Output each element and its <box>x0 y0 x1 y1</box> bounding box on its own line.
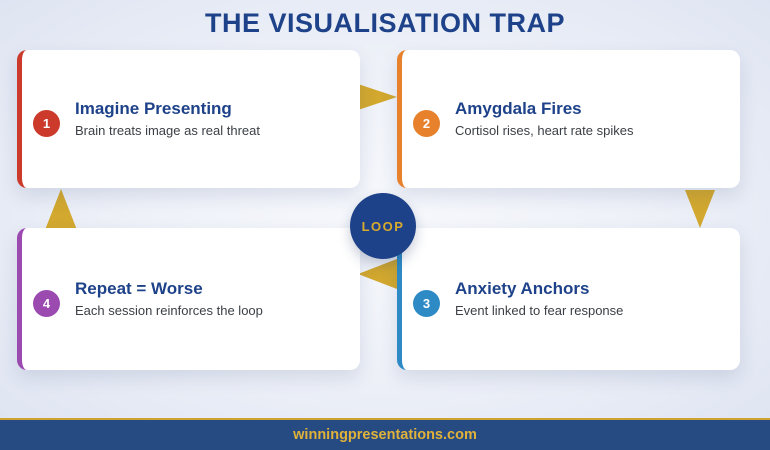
step-card-description: Each session reinforces the loop <box>75 302 263 318</box>
arrow-right-icon <box>358 84 397 110</box>
step-number-badge: 4 <box>33 289 60 317</box>
step-card-text: Imagine Presenting Brain treats image as… <box>75 99 260 139</box>
step-card-imagine-presenting: 1 Imagine Presenting Brain treats image … <box>17 50 360 188</box>
page-title: THE VISUALISATION TRAP <box>204 8 565 38</box>
step-card-text: Repeat = Worse Each session reinforces t… <box>75 279 263 319</box>
step-card-title: Repeat = Worse <box>75 279 203 299</box>
step-card-text: Anxiety Anchors Event linked to fear res… <box>455 279 623 319</box>
footer-bar: winningpresentations.com <box>0 418 770 450</box>
step-card-anxiety-anchors: 3 Anxiety Anchors Event linked to fear r… <box>397 228 740 370</box>
step-card-description: Cortisol rises, heart rate spikes <box>455 122 634 138</box>
step-card-description: Event linked to fear response <box>455 302 624 318</box>
arrow-down-icon <box>685 190 715 228</box>
step-card-amygdala-fires: 2 Amygdala Fires Cortisol rises, heart r… <box>397 50 740 188</box>
step-number-badge: 2 <box>413 109 440 137</box>
step-card-text: Amygdala Fires Cortisol rises, heart rat… <box>455 99 633 139</box>
step-number-badge: 3 <box>413 289 440 317</box>
arrow-up-icon <box>45 189 77 230</box>
arrow-left-icon <box>358 259 397 289</box>
footer-website-text: winningpresentations.com <box>293 427 477 443</box>
step-card-description: Brain treats image as real threat <box>75 122 260 138</box>
step-card-title: Amygdala Fires <box>455 99 582 119</box>
step-card-title: Anxiety Anchors <box>455 279 590 299</box>
step-card-repeat-worse: 4 Repeat = Worse Each session reinforces… <box>17 228 360 370</box>
step-card-title: Imagine Presenting <box>75 99 232 119</box>
step-number-badge: 1 <box>33 109 60 137</box>
loop-badge: LOOP <box>350 193 416 259</box>
